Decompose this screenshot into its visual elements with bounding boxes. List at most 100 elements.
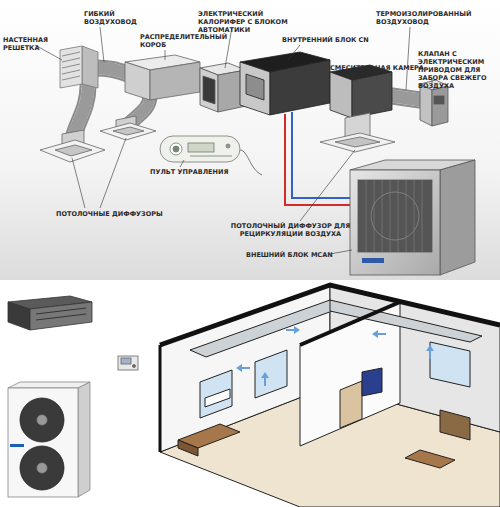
wall-grille-part	[62, 76, 80, 80]
ducted-unit-part	[8, 302, 30, 330]
mixing-chamber-part	[330, 72, 352, 118]
control-panel-part	[188, 143, 214, 152]
outdoor-unit-part	[366, 180, 367, 252]
air-damper-part	[432, 86, 448, 126]
leader-line-part	[406, 27, 410, 90]
flexible-duct-part	[392, 96, 420, 100]
leader-line	[35, 27, 432, 254]
house-cutaway-part	[300, 302, 400, 345]
outdoor-unit-small-part	[20, 446, 64, 490]
outdoor-unit-small-part	[20, 398, 64, 442]
outdoor-unit-part	[371, 192, 419, 240]
callout-label: ВНУТРЕННИЙ БЛОК CN	[282, 36, 382, 44]
indoor-unit-part	[270, 60, 330, 115]
wall-grille	[60, 46, 98, 88]
outdoor-unit	[350, 160, 475, 275]
outdoor-unit-part	[414, 180, 415, 252]
airflow-arrow-part	[261, 372, 269, 386]
outdoor-unit-part	[382, 180, 383, 252]
house-cutaway-part	[405, 450, 455, 468]
control-panel-part	[173, 146, 179, 152]
wall-grille-part	[82, 46, 98, 88]
callout-label: НАСТЕННАЯ РЕШЕТКА	[3, 36, 83, 52]
flexible-duct-part	[392, 96, 420, 100]
outdoor-unit-part	[358, 180, 432, 252]
house-cutaway-part	[200, 370, 232, 418]
mixing-chamber-part	[352, 72, 392, 118]
refrigerant-pipe-part	[285, 114, 352, 205]
house-cutaway-part	[178, 440, 198, 456]
wall-grille-part	[62, 70, 80, 74]
house-cutaway-part	[430, 342, 470, 387]
leader-line-part	[288, 45, 300, 60]
house-cutaway	[160, 285, 500, 507]
house-cutaway-part	[160, 285, 500, 345]
outdoor-unit-small-part	[8, 382, 90, 388]
ducted-unit-part	[30, 302, 92, 330]
outdoor-unit-part	[422, 180, 423, 252]
distribution-box	[125, 55, 200, 100]
callout-label: ВНЕШНИЙ БЛОК MCAN	[246, 251, 346, 259]
control-panel-part	[160, 136, 240, 162]
control-panel-part	[170, 143, 182, 155]
outdoor-unit-small-part	[8, 388, 78, 497]
house-cutaway-part	[205, 389, 230, 407]
electric-heater	[200, 63, 246, 112]
flexible-duct-part	[392, 96, 420, 100]
control-panel-part	[190, 156, 232, 157]
house-cutaway-part	[340, 381, 362, 428]
recirculation-diffuser-part	[335, 137, 380, 147]
callout-label: СМЕСИТЕЛЬНАЯ КАМЕРА	[330, 64, 430, 72]
remote-control-part	[121, 358, 131, 364]
outdoor-unit-part	[350, 170, 440, 275]
callout-label: ГИБКИЙ ВОЗДУХОВОД	[84, 10, 142, 26]
outdoor-unit-part	[406, 180, 407, 252]
ceiling-diffuser-part	[40, 140, 105, 162]
ceiling-diffuser-part	[100, 123, 156, 140]
outdoor-unit-small-part	[10, 444, 24, 447]
indoor-unit-part	[246, 74, 264, 100]
control-panel-part	[240, 150, 262, 175]
remote-control	[118, 356, 138, 370]
leader-line-part	[100, 138, 126, 208]
outdoor-unit-part	[390, 180, 391, 252]
outdoor-unit-part	[440, 160, 475, 275]
outdoor-unit-part	[374, 180, 375, 252]
leader-line-part	[72, 158, 85, 208]
refrigerant-pipe	[285, 112, 352, 205]
leader-line-part	[300, 150, 355, 221]
distribution-box-part	[150, 62, 200, 100]
leader-line-part	[100, 27, 104, 62]
airflow-arrow	[236, 326, 434, 386]
airflow-arrow-part	[372, 330, 386, 338]
remote-control-part	[118, 356, 138, 370]
callout-label: КЛАПАН С ЭЛЕКТРИЧЕСКИМ ПРИВОДОМ ДЛЯ ЗАБО…	[418, 50, 498, 90]
ducted-unit-part	[36, 308, 86, 314]
house-cutaway-part	[159, 345, 162, 452]
outdoor-unit-part	[398, 180, 399, 252]
wall-grille-part	[62, 58, 80, 62]
air-damper-part	[434, 96, 444, 104]
distribution-box-part	[125, 62, 150, 100]
electric-heater-part	[200, 68, 218, 112]
airflow-arrow-part	[236, 364, 250, 372]
leader-line-part	[352, 74, 356, 82]
indoor-unit	[240, 52, 330, 115]
remote-control-part	[133, 365, 136, 368]
leader-line-part	[330, 250, 352, 254]
callout-label: ЭЛЕКТРИЧЕСКИЙ КАЛОРИФЕР С БЛОКОМ АВТОМАТ…	[198, 10, 298, 34]
outdoor-unit-small-part	[78, 382, 90, 497]
house-cutaway-part	[440, 410, 470, 440]
ceiling-diffuser	[40, 116, 156, 162]
callout-label: ПОТОЛОЧНЫЕ ДИФФУЗОРЫ	[56, 210, 176, 218]
wall-grille-part	[62, 64, 80, 68]
outdoor-unit-small-part	[37, 415, 47, 425]
wall-grille-part	[60, 46, 82, 88]
callout-label: РАСПРЕДЕЛИТЕЛЬНЫЙ КОРОБ	[140, 33, 226, 49]
recirculation-diffuser	[320, 113, 395, 152]
electric-heater-part	[203, 76, 215, 104]
control-panel-part	[226, 144, 230, 148]
indoor-unit-part	[240, 62, 270, 115]
